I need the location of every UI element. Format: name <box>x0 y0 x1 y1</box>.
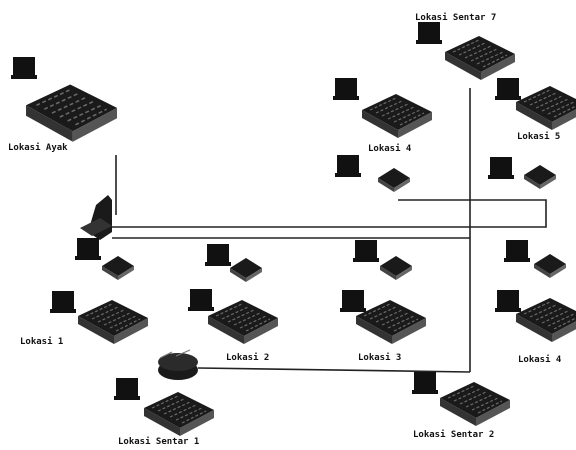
monitor-icon <box>416 22 442 44</box>
server-rack-icon <box>362 94 432 138</box>
monitor-icon <box>340 290 366 312</box>
node-lokasi-sentar-1: Lokasi Sentar 1 <box>114 350 214 447</box>
node-lokasi-1: Lokasi 1 <box>20 238 148 347</box>
monitor-icon <box>495 290 521 312</box>
label-lokasi-1: Lokasi 1 <box>20 336 63 347</box>
node-lokasi-5: Lokasi 5 <box>488 78 576 189</box>
label-lokasi-sentar-2: Lokasi Sentar 2 <box>413 429 494 440</box>
node-lokasi-sentar-7: Lokasi Sentar 7 <box>415 12 515 80</box>
switch-icon <box>524 165 556 189</box>
switch-icon <box>378 168 410 192</box>
monitor-icon <box>495 78 521 100</box>
node-lokasi-ayak: Lokasi Ayak <box>8 57 117 153</box>
switch-icon <box>102 256 134 280</box>
node-lokasi-2: Lokasi 2 <box>188 244 278 363</box>
label-lokasi-sentar-1: Lokasi Sentar 1 <box>118 436 199 447</box>
monitor-icon <box>488 157 514 179</box>
hub-tower-icon <box>80 195 112 240</box>
sentar1-link <box>198 368 470 372</box>
node-lokasi-4-right: Lokasi 4 <box>495 240 576 365</box>
server-rack-icon <box>516 86 576 130</box>
connection-lines <box>112 88 546 372</box>
server-rack-icon <box>445 36 515 80</box>
node-lokasi-3: Lokasi 3 <box>340 240 426 363</box>
label-lokasi-5: Lokasi 5 <box>517 131 560 142</box>
switch-icon <box>380 256 412 280</box>
router-icon <box>158 350 198 380</box>
monitor-icon <box>50 291 76 313</box>
monitor-icon <box>75 238 101 260</box>
server-rack-icon <box>356 300 426 344</box>
monitor-icon <box>205 244 231 266</box>
monitor-icon <box>333 78 359 100</box>
label-lokasi-4-right: Lokasi 4 <box>518 354 562 365</box>
server-rack-icon <box>144 392 214 436</box>
switch-icon <box>230 258 262 282</box>
server-rack-icon <box>440 382 510 426</box>
monitor-icon <box>353 240 379 262</box>
server-rack-icon <box>26 85 117 142</box>
label-lokasi-sentar-7: Lokasi Sentar 7 <box>415 12 496 23</box>
monitor-icon <box>114 378 140 400</box>
label-lokasi-3: Lokasi 3 <box>358 352 401 363</box>
monitor-icon <box>412 372 438 394</box>
backbone-horizontal <box>112 200 546 227</box>
server-rack-icon <box>78 300 148 344</box>
monitor-icon <box>504 240 530 262</box>
monitor-icon <box>335 155 361 177</box>
server-rack-icon <box>516 298 576 342</box>
server-rack-icon <box>208 300 278 344</box>
label-lokasi-2: Lokasi 2 <box>226 352 269 363</box>
monitor-icon <box>11 57 37 79</box>
label-lokasi-4-top: Lokasi 4 <box>368 143 412 154</box>
node-lokasi-sentar-2: Lokasi Sentar 2 <box>412 372 510 440</box>
switch-icon <box>534 254 566 278</box>
node-lokasi-4-top: Lokasi 4 <box>333 78 432 192</box>
monitor-icon <box>188 289 214 311</box>
label-lokasi-ayak: Lokasi Ayak <box>8 142 68 153</box>
